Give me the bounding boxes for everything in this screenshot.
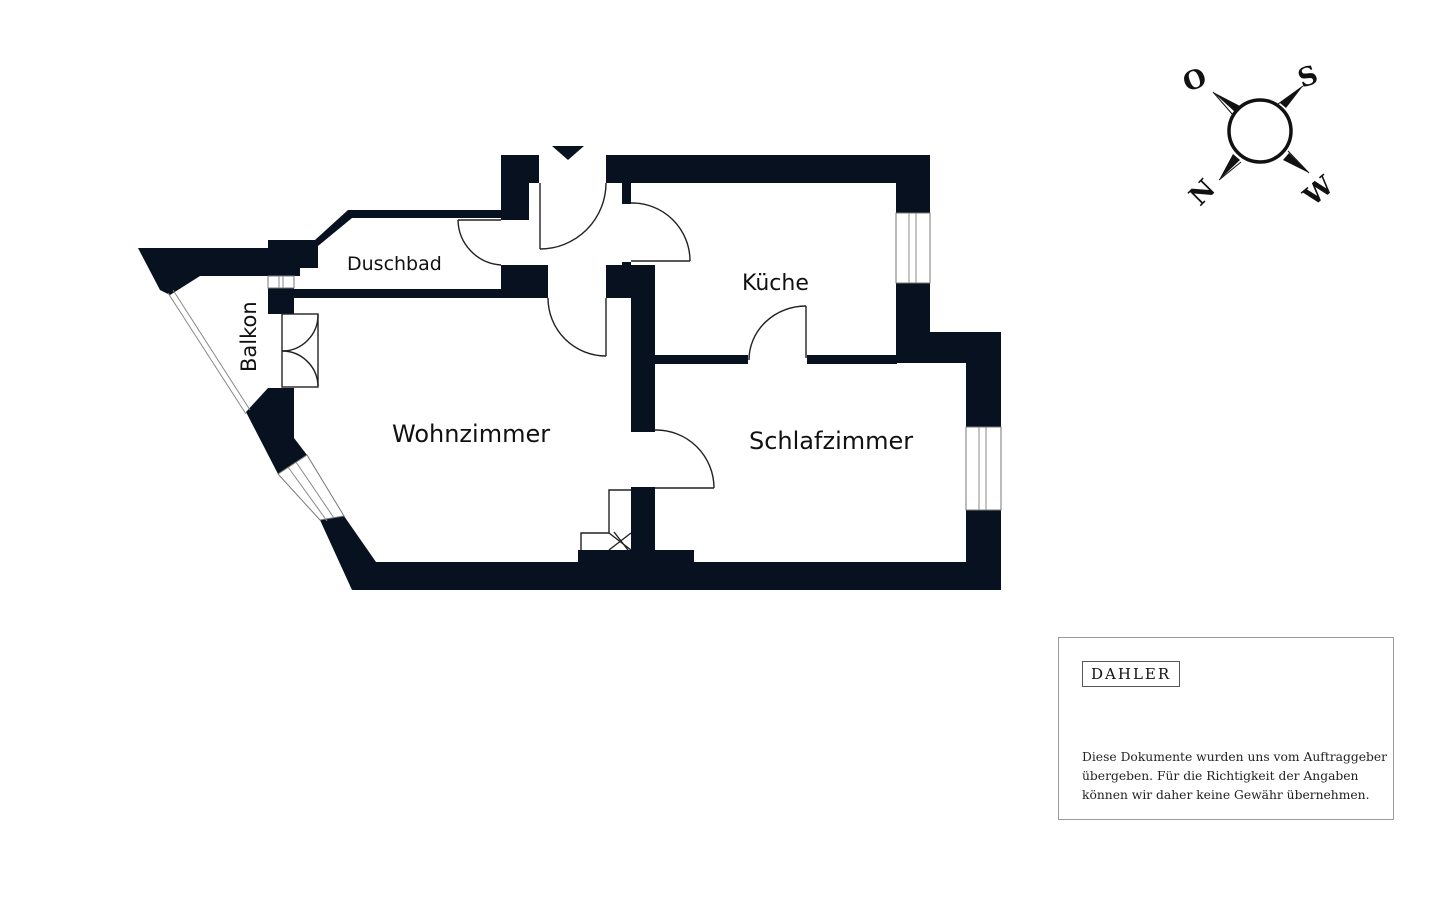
disclaimer-line: Diese Dokumente wurden uns vom Auftragge… <box>1082 750 1388 764</box>
disclaimer-box: DAHLER Diese Dokumente wurden uns vom Au… <box>1058 637 1394 820</box>
doors <box>281 182 807 551</box>
disclaimer-line: können wir daher keine Gewähr übernehmen… <box>1082 788 1370 802</box>
dahler-logo: DAHLER <box>1082 661 1181 687</box>
compass-north-label: N <box>1184 174 1222 212</box>
compass-west-label: W <box>1297 170 1340 213</box>
walls <box>138 155 1001 590</box>
room-label-kueche: Küche <box>742 271 809 296</box>
disclaimer-line: übergeben. Für die Richtigkeit der Angab… <box>1082 769 1359 783</box>
compass-rose-icon <box>1212 85 1310 181</box>
windows <box>167 212 1002 522</box>
room-label-schlafzimmer: Schlafzimmer <box>749 427 913 455</box>
room-label-balkon: Balkon <box>237 301 261 372</box>
room-label-wohnzimmer: Wohnzimmer <box>392 420 550 448</box>
compass-east-label: O <box>1179 63 1211 99</box>
room-label-duschbad: Duschbad <box>347 253 442 275</box>
entrance-arrow-icon <box>552 146 584 160</box>
disclaimer-text: Diese Dokumente wurden uns vom Auftragge… <box>1082 748 1388 805</box>
